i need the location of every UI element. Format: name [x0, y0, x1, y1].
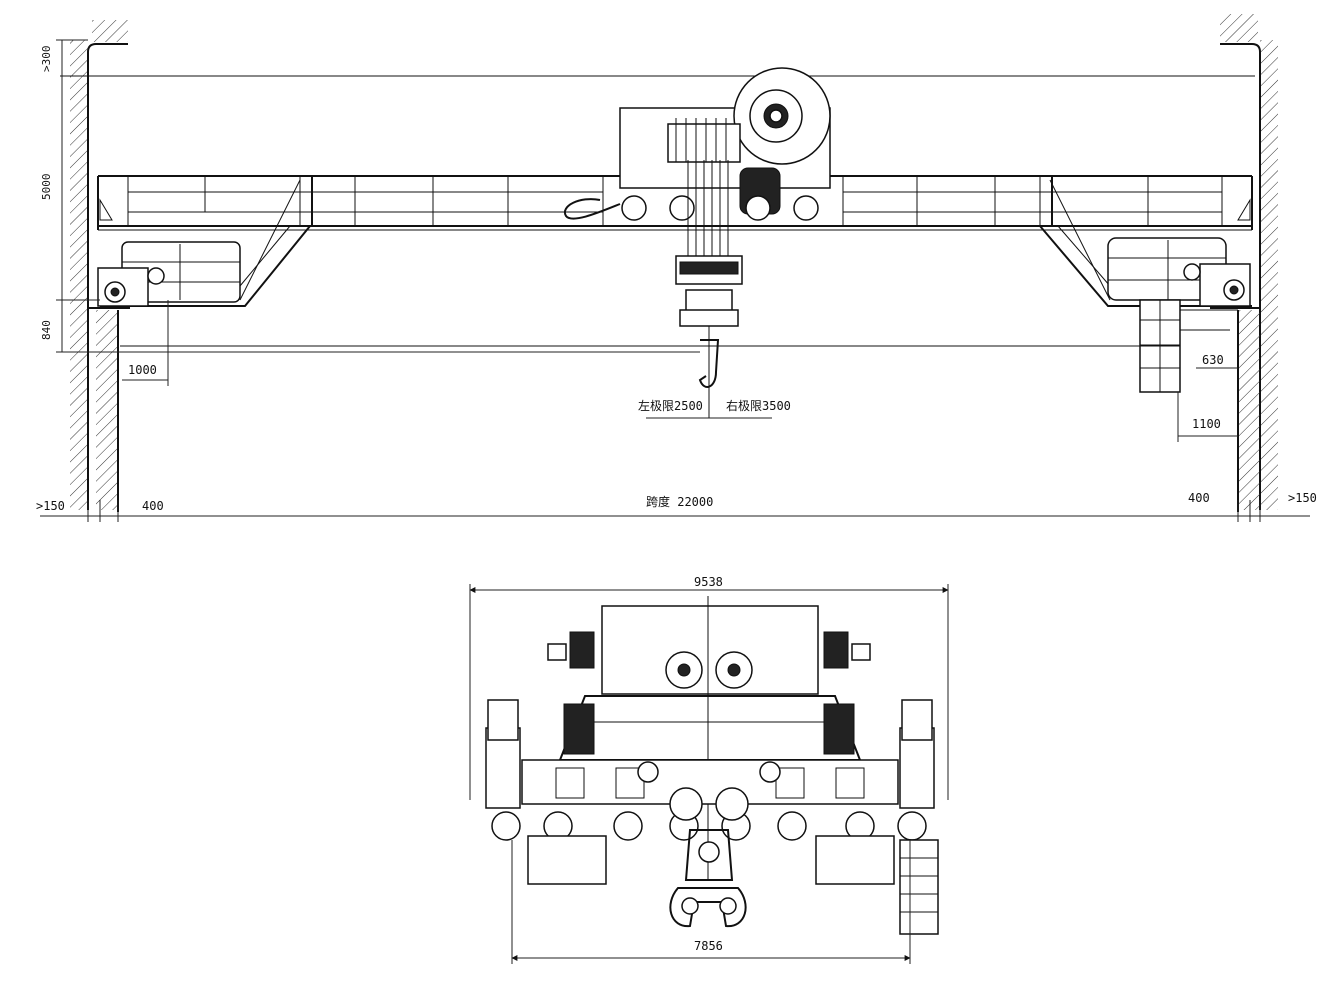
right-end-400-label: 400 — [1188, 491, 1210, 505]
left-end-400-label: 400 — [142, 499, 164, 513]
end-view — [485, 596, 939, 935]
hook-below-rail-label: 840 — [40, 320, 53, 340]
right-hook-630-label: 630 — [1202, 353, 1224, 367]
hook-assembly — [675, 160, 743, 418]
right-end-carriage — [1039, 179, 1252, 307]
left-wall-gap-label: >150 — [36, 499, 65, 513]
left-building-wall — [70, 20, 128, 512]
main-girder — [97, 175, 1253, 231]
end-view-width-label: 9538 — [694, 575, 723, 589]
wheel-base-label: 7856 — [694, 939, 723, 953]
crane-height-label: 5000 — [40, 174, 53, 201]
right-wall-gap-label: >150 — [1288, 491, 1317, 505]
end-view-dimensions: 9538 7856 — [469, 575, 949, 964]
left-end-carriage — [97, 179, 311, 307]
span-label: 跨度 22000 — [646, 494, 713, 509]
front-dimensions: >300 5000 840 1000 630 1100 左极限2500 右极限3… — [36, 39, 1317, 522]
left-hook-limit-label: 1000 — [128, 363, 157, 377]
right-hook-1100-label: 1100 — [1192, 417, 1221, 431]
hook-right-limit-label: 右极限3500 — [726, 398, 791, 413]
hook-left-limit-label: 左极限2500 — [638, 398, 703, 413]
top-clearance-label: >300 — [40, 46, 53, 73]
front-elevation — [60, 14, 1278, 512]
trolley — [563, 67, 831, 221]
right-building-wall — [1220, 14, 1278, 512]
